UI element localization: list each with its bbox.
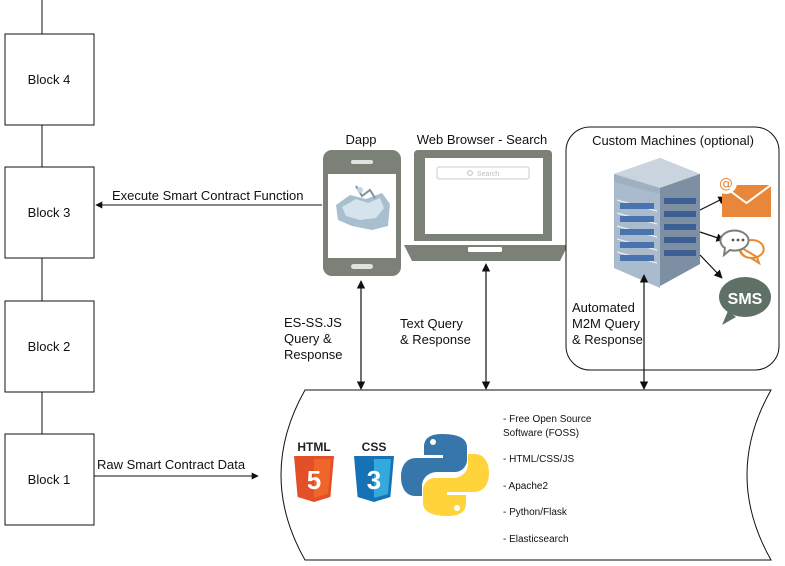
browser-title: Web Browser - Search — [417, 132, 548, 147]
dapp-screenshot-icon — [336, 185, 390, 230]
es-label-3: Response — [284, 347, 343, 362]
search-icon — [467, 170, 473, 176]
html5-logo-number: 5 — [307, 465, 321, 495]
feature-item: - Free Open Source — [503, 414, 592, 425]
execute-label: Execute Smart Contract Function — [112, 188, 303, 203]
m2m-label-3: & Response — [572, 332, 643, 347]
css3-logo-text: CSS — [362, 440, 387, 454]
block-4-label: Block 4 — [28, 72, 71, 87]
block-1-label: Block 1 — [28, 472, 71, 487]
python-logo-icon — [401, 434, 489, 516]
block-1: Block 1 — [4, 433, 95, 526]
sms-icon: SMS — [719, 277, 771, 325]
block-2: Block 2 — [4, 300, 95, 393]
text-query-label-1: Text Query — [400, 316, 463, 331]
svg-text:@: @ — [719, 176, 733, 192]
search-placeholder: Search — [477, 171, 499, 178]
block-3-label: Block 3 — [28, 205, 71, 220]
web-server-shape — [280, 389, 772, 561]
email-arrow — [699, 196, 727, 211]
css3-logo-number: 3 — [367, 465, 381, 495]
block-2-label: Block 2 — [28, 339, 71, 354]
es-label-2: Query & — [284, 331, 332, 346]
block-3: Block 3 — [4, 166, 95, 259]
sms-label: SMS — [728, 291, 763, 308]
server-features-list: - Free Open Source Software (FOSS) - HTM… — [503, 414, 592, 545]
es-label-1: ES-SS.JS — [284, 315, 342, 330]
browser-search-input[interactable]: Search — [436, 166, 530, 180]
html5-logo-text: HTML — [297, 440, 330, 454]
email-icon: @ — [715, 172, 772, 217]
m2m-label-2: M2M Query — [572, 316, 640, 331]
chat-bubble-icon — [719, 229, 765, 266]
feature-item: - Python/Flask — [503, 507, 568, 518]
feature-item: - HTML/CSS/JS — [503, 454, 574, 465]
block-4: Block 4 — [4, 33, 95, 126]
html5-logo-icon: HTML 5 — [294, 440, 334, 502]
feature-item: - Elasticsearch — [503, 534, 569, 545]
feature-item: Software (FOSS) — [503, 428, 579, 439]
sms-arrow — [699, 254, 723, 279]
feature-item: - Apache2 — [503, 481, 548, 492]
dapp-title: Dapp — [345, 132, 376, 147]
raw-data-label: Raw Smart Contract Data — [97, 457, 246, 472]
server-rack-icon — [614, 158, 700, 288]
m2m-label-1: Automated — [572, 300, 635, 315]
css3-logo-icon: CSS 3 — [354, 440, 394, 502]
custom-machines-title: Custom Machines (optional) — [592, 133, 754, 148]
text-query-label-2: & Response — [400, 332, 471, 347]
